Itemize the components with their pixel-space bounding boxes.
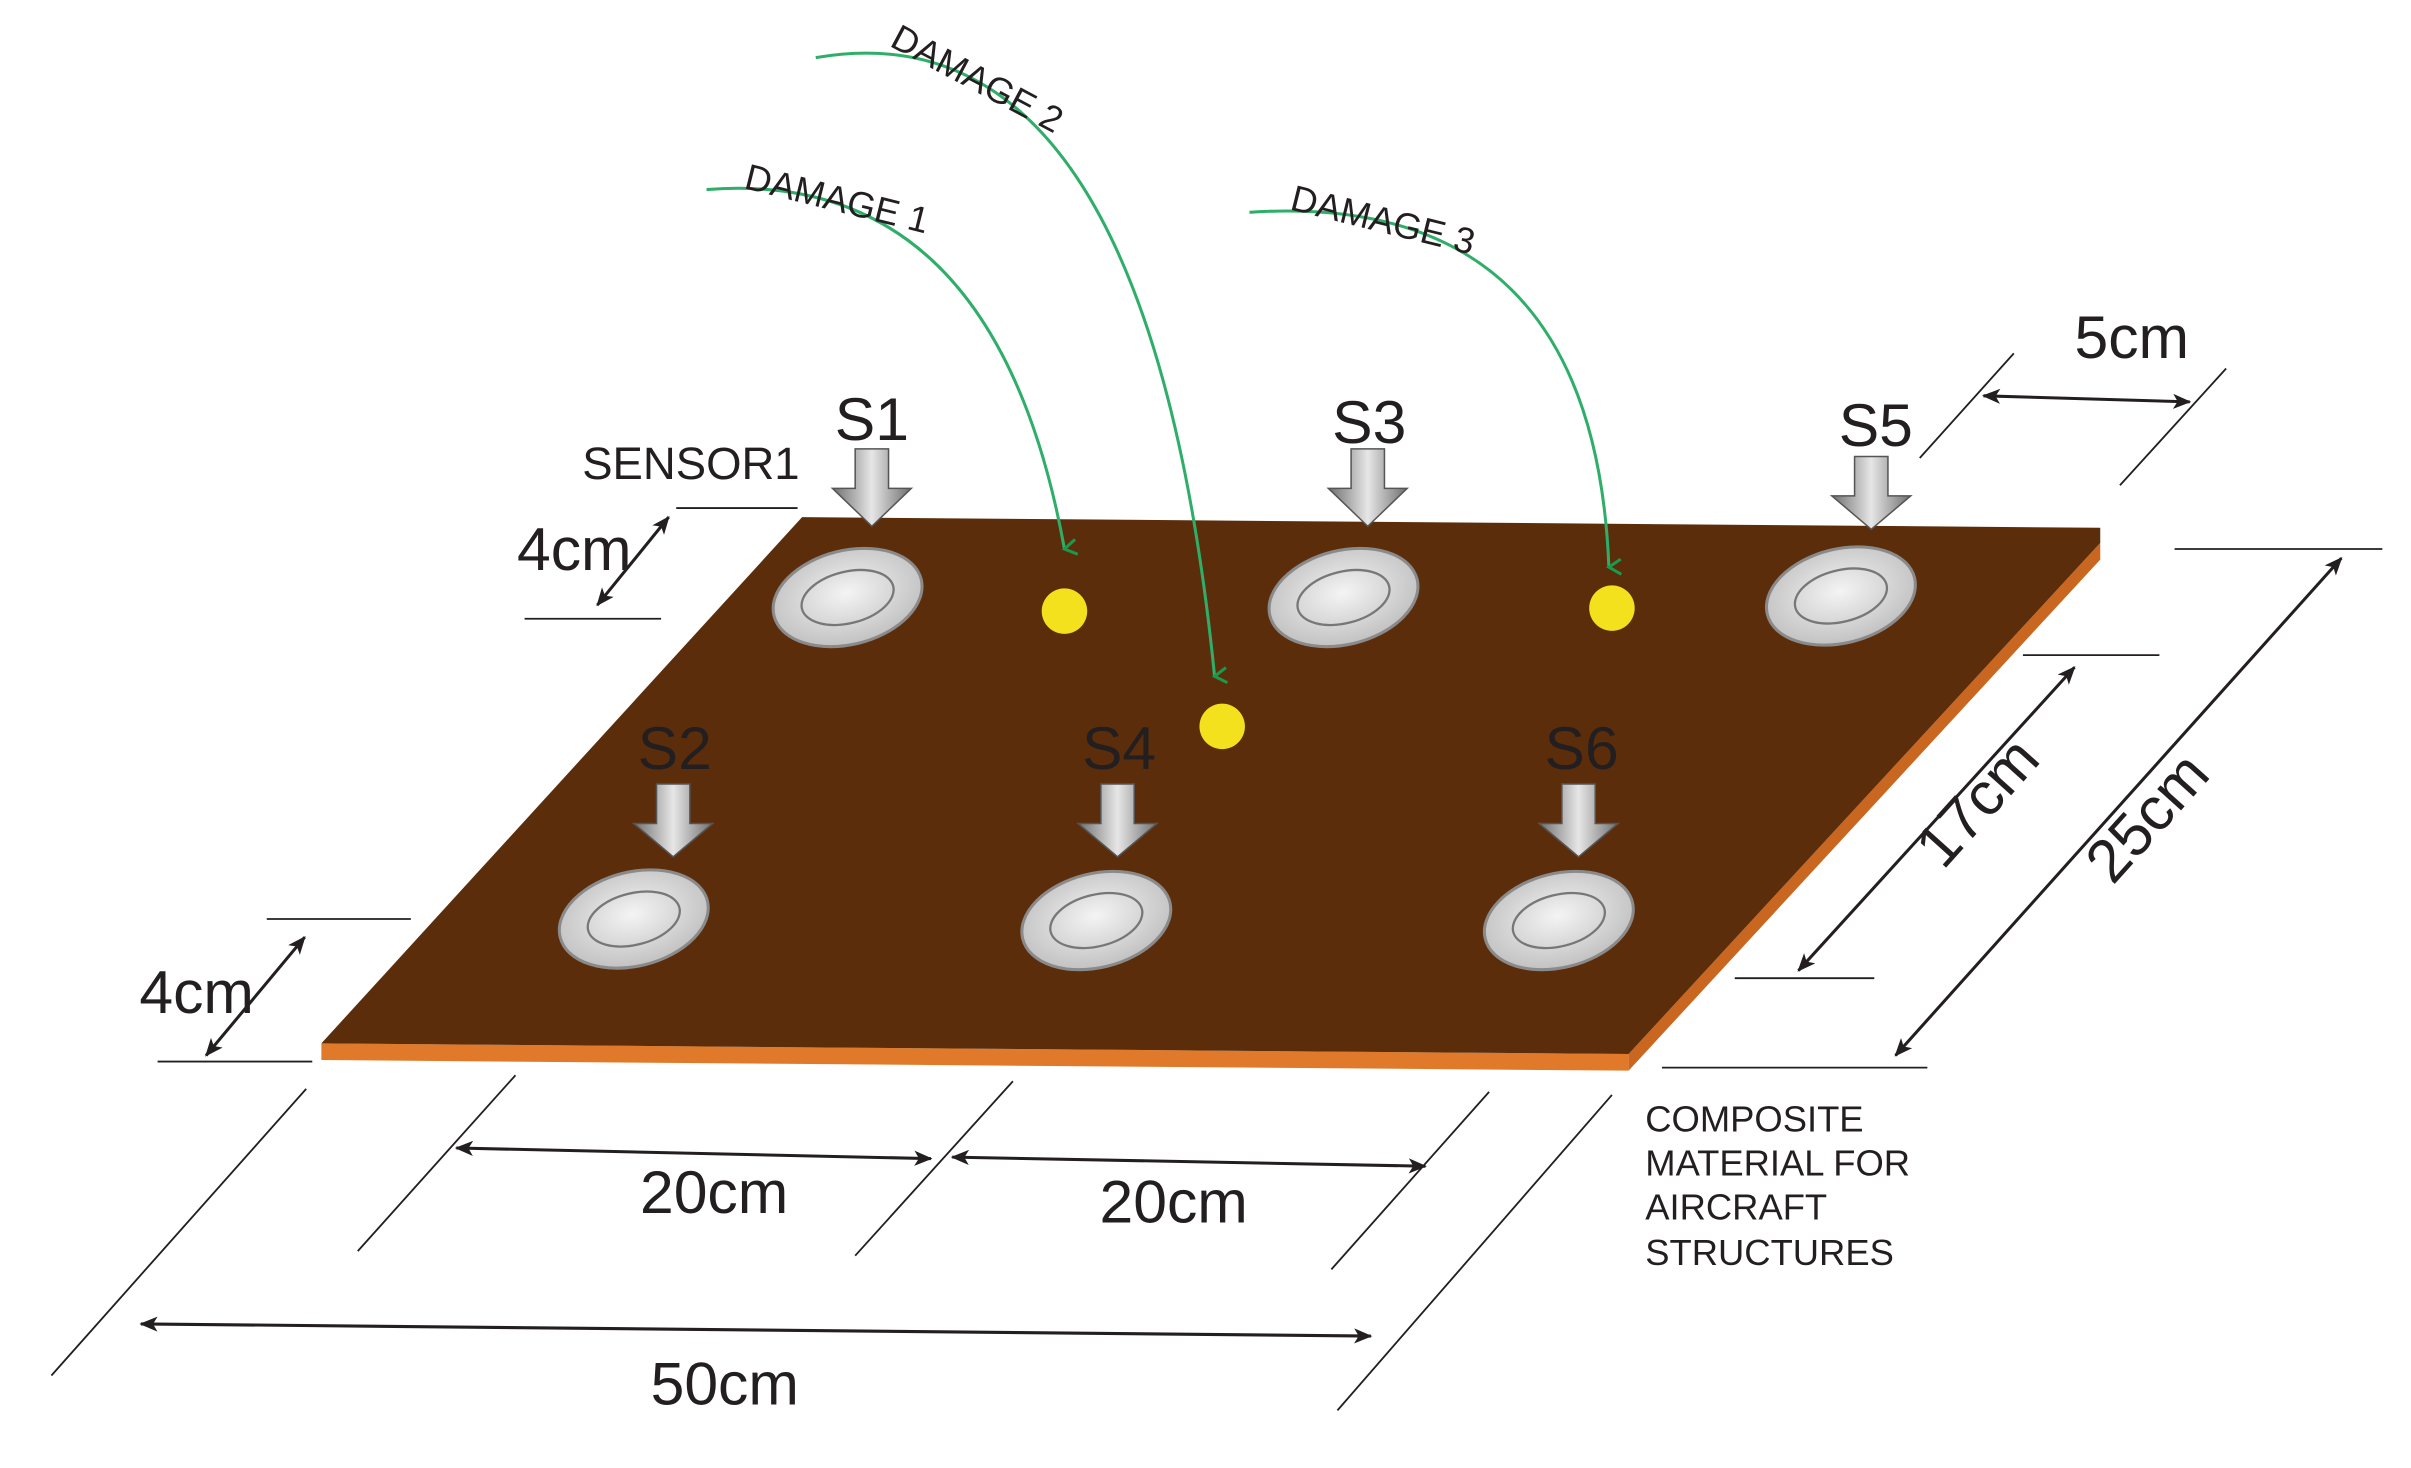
dimension-arrows — [139, 388, 2343, 1344]
damage-leaders — [706, 51, 1623, 685]
sensor-disc-s3 — [1267, 546, 1420, 649]
damage-leader-1 — [706, 186, 1079, 556]
plate-edge — [321, 1043, 1629, 1071]
sensor-callout: SENSOR1 — [582, 438, 799, 489]
dim-arrow-5cm — [1981, 388, 2192, 409]
sensor-disc-s6 — [1482, 869, 1635, 972]
sensor-arrow-s2 — [631, 783, 715, 858]
damage-leader-2 — [815, 51, 1229, 685]
sensor-label-s5: S5 — [1839, 391, 1913, 459]
dim-arrow-25cm — [1894, 556, 2343, 1057]
sensor-arrows — [631, 448, 1913, 858]
material-note-line-1: COMPOSITE — [1645, 1098, 1863, 1139]
sensor-disc-s4 — [1020, 869, 1173, 972]
sensor-arrow-s1 — [830, 448, 914, 528]
damage-label-3: DAMAGE 3 — [1287, 177, 1479, 262]
dim-label-4cm-top: 4cm — [517, 515, 632, 583]
damage-point-3 — [1589, 585, 1635, 631]
sensor-label-s1: S1 — [835, 385, 909, 453]
sensor-label-s3: S3 — [1332, 388, 1406, 456]
plate-top — [321, 517, 2101, 1054]
damage-leader-3 — [1249, 209, 1623, 576]
sensor-arrow-s6 — [1537, 783, 1621, 858]
dim-arrow-4cm-bottom — [204, 936, 306, 1057]
sensor-disc-s5 — [1764, 545, 1917, 647]
sensor-arrow-s4 — [1076, 783, 1160, 858]
dim-label-50cm: 50cm — [651, 1349, 799, 1417]
sensor-label-s6: S6 — [1544, 714, 1618, 782]
sensor-arrow-s3 — [1326, 448, 1410, 528]
dim-label-20cm-left: 20cm — [640, 1158, 788, 1226]
material-note-line-4: STRUCTURES — [1645, 1232, 1894, 1273]
sensor-disc-s1 — [771, 546, 924, 649]
dim-arrow-4cm-top — [596, 515, 670, 607]
damage-points — [1041, 585, 1635, 750]
dim-label-5cm: 5cm — [2074, 303, 2189, 371]
sensor-label-s2: S2 — [638, 714, 712, 782]
dim-label-20cm-right: 20cm — [1099, 1167, 1247, 1235]
damage-label-2: DAMAGE 2 — [885, 16, 1070, 140]
material-note-line-3: AIRCRAFT — [1645, 1186, 1827, 1227]
dim-arrow-50cm — [139, 1316, 1373, 1344]
damage-point-2 — [1199, 703, 1245, 750]
dim-label-25cm: 25cm — [2072, 739, 2222, 895]
dim-arrow-20cm-left — [454, 1140, 933, 1166]
material-note-line-2: MATERIAL FOR — [1645, 1142, 1910, 1183]
material-note: COMPOSITE MATERIAL FOR AIRCRAFT STRUCTUR… — [1645, 1098, 1910, 1272]
damage-point-1 — [1041, 588, 1088, 634]
sensor-arrow-s5 — [1829, 455, 1913, 531]
sensor-label-s4: S4 — [1082, 714, 1156, 782]
dim-label-4cm-bottom: 4cm — [139, 958, 254, 1026]
sensor-labels: S1 S3 S5 S2 S4 S6 SENSOR1 — [582, 385, 1913, 782]
dim-arrow-20cm-right — [950, 1149, 1427, 1174]
sensor-discs — [557, 545, 1917, 972]
damage-label-1: DAMAGE 1 — [741, 156, 933, 241]
sensor-disc-s2 — [557, 868, 710, 970]
